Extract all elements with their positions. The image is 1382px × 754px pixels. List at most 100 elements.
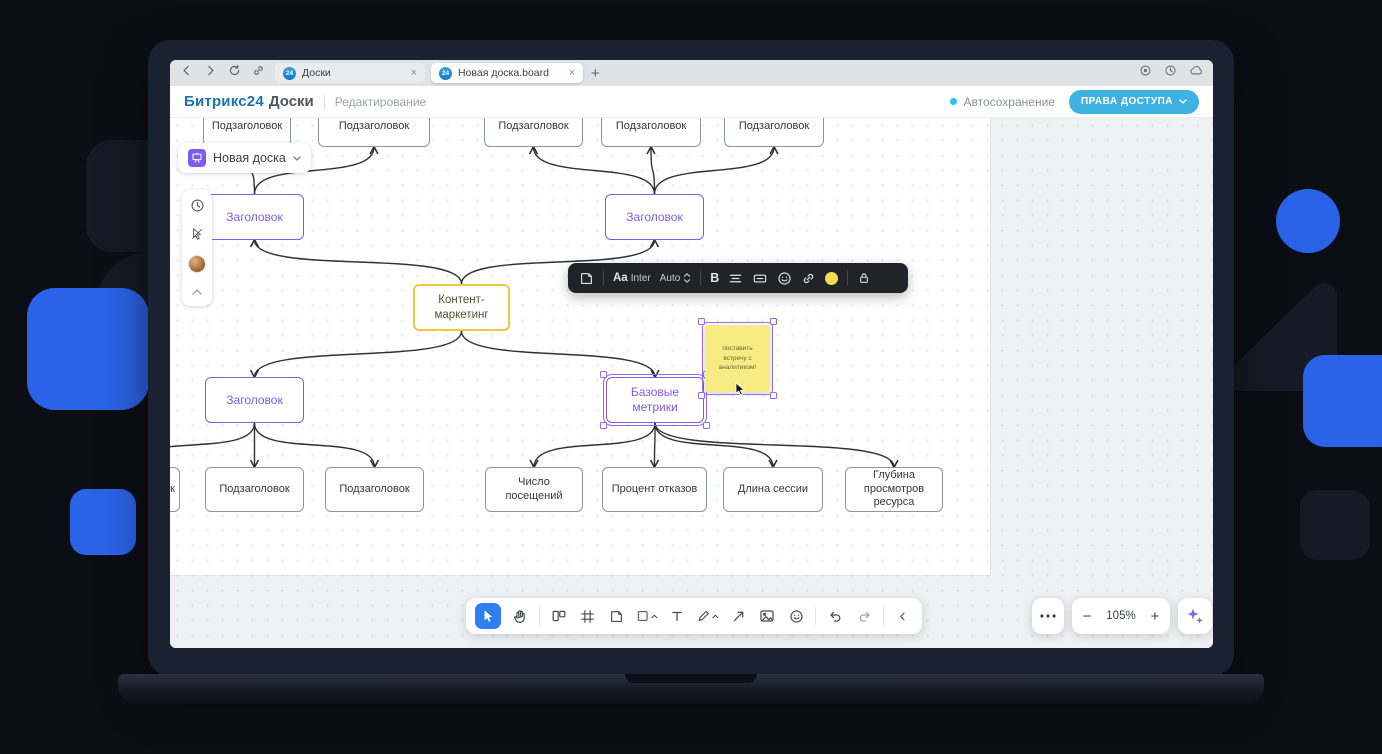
- mouse-cursor-icon: [733, 382, 747, 401]
- tool-redo-button[interactable]: [854, 603, 874, 629]
- selection-handle[interactable]: [600, 422, 607, 429]
- diagram-node-b5[interactable]: Длина сессии: [723, 467, 823, 512]
- toolbar-divider: [539, 607, 540, 625]
- laptop-screen: 24 Доски × 24 Новая доска.board × + Битр…: [170, 60, 1213, 648]
- autosave-status: Автосохранение: [950, 95, 1055, 109]
- tool-text-button[interactable]: [667, 603, 687, 629]
- tool-collapse-button[interactable]: [893, 603, 913, 629]
- diagram-node-b4[interactable]: Процент отказов: [602, 467, 707, 512]
- tab-close-icon[interactable]: ×: [568, 66, 575, 79]
- board-icon: [188, 149, 206, 167]
- tool-image-button[interactable]: [757, 603, 777, 629]
- node-label: Заголовок: [226, 209, 283, 224]
- diagram-node-hC[interactable]: Заголовок: [205, 377, 304, 423]
- toolbar-divider: [700, 271, 702, 285]
- node-label: Контент-маркетинг: [434, 294, 489, 321]
- tool-frame-button[interactable]: [578, 603, 598, 629]
- selection-handle[interactable]: [703, 422, 710, 429]
- mode-label: Редактирование: [334, 94, 427, 109]
- zoom-value: 105%: [1106, 610, 1136, 622]
- history-icon[interactable]: [190, 198, 205, 218]
- color-swatch-yellow[interactable]: [825, 271, 839, 285]
- diagram-node-cc[interactable]: Контент-маркетинг: [413, 284, 510, 331]
- bitrix24-favicon: 24: [283, 66, 296, 80]
- font-size-stepper[interactable]: Auto: [660, 272, 692, 284]
- tool-select-button[interactable]: [475, 603, 501, 629]
- diagram-node-b3[interactable]: Число посещений: [485, 467, 583, 512]
- diagram-node-t3[interactable]: Подзаголовок: [484, 118, 583, 147]
- lock-icon[interactable]: [857, 271, 871, 285]
- selection-handle[interactable]: [600, 371, 607, 378]
- selection-handle[interactable]: [770, 318, 777, 325]
- chevron-down-icon: [1179, 99, 1187, 104]
- align-icon[interactable]: [728, 271, 743, 286]
- board-name-label: Новая доска: [213, 151, 286, 165]
- diagram-node-b2[interactable]: Подзаголовок: [325, 467, 424, 512]
- tool-layout-button[interactable]: [549, 603, 569, 629]
- record-icon[interactable]: [1139, 64, 1152, 82]
- zoom-control: − 105% +: [1072, 598, 1170, 634]
- decor-dark-square-right: [1300, 490, 1370, 560]
- tool-hand-button[interactable]: [510, 603, 530, 629]
- tool-pen-button[interactable]: [696, 603, 719, 629]
- selection-handle[interactable]: [698, 318, 705, 325]
- browser-chrome: 24 Доски × 24 Новая доска.board × +: [170, 60, 1213, 86]
- stepper-icon: [684, 273, 691, 283]
- link-icon[interactable]: [801, 271, 816, 286]
- diagram-node-hB[interactable]: Заголовок: [605, 194, 704, 240]
- diagram-node-t4[interactable]: Подзаголовок: [601, 118, 701, 147]
- laptop-frame: 24 Доски × 24 Новая доска.board × + Битр…: [148, 40, 1234, 676]
- browser-back-icon[interactable]: [180, 64, 193, 82]
- diagram-node-bm[interactable]: Базовые метрики: [600, 371, 710, 429]
- text-box-icon[interactable]: [752, 271, 768, 286]
- browser-link-icon[interactable]: [252, 64, 265, 82]
- browser-reload-icon[interactable]: [228, 64, 241, 82]
- autosave-dot-icon: [950, 98, 958, 105]
- diagram-node-b0[interactable]: Подзаголовок: [170, 467, 180, 512]
- selection-handle[interactable]: [698, 392, 705, 399]
- ai-assistant-button[interactable]: [1178, 598, 1212, 634]
- product-name: Доски: [268, 93, 314, 110]
- zoom-out-button[interactable]: −: [1082, 607, 1092, 625]
- bold-button[interactable]: B: [710, 271, 720, 285]
- note-icon[interactable]: [579, 271, 594, 286]
- pointer-off-icon[interactable]: [190, 227, 204, 246]
- node-label: Подзаголовок: [615, 120, 687, 133]
- diagram-node-t5[interactable]: Подзаголовок: [724, 118, 824, 147]
- browser-tab-new-board[interactable]: 24 Новая доска.board ×: [431, 63, 583, 83]
- new-tab-button[interactable]: +: [591, 64, 600, 82]
- board-name-chip[interactable]: Новая доска: [178, 143, 311, 173]
- decor-dark-triangle-right: [1227, 283, 1337, 391]
- diagram-node-hA[interactable]: Заголовок: [205, 194, 304, 240]
- main-toolbar: [466, 598, 922, 634]
- diagram-node-b6[interactable]: Глубина просмотров ресурса: [845, 467, 943, 512]
- tool-arrow-button[interactable]: [728, 603, 748, 629]
- history-icon[interactable]: [1164, 64, 1177, 82]
- more-button[interactable]: [1032, 598, 1064, 634]
- cloud-icon[interactable]: [1189, 64, 1203, 82]
- diagram-node-t2[interactable]: Подзаголовок: [318, 118, 430, 147]
- zoom-in-button[interactable]: +: [1150, 607, 1160, 625]
- browser-forward-icon[interactable]: [204, 64, 217, 82]
- tool-shape-button[interactable]: [636, 603, 658, 629]
- user-avatar[interactable]: [188, 255, 206, 273]
- tab-close-icon[interactable]: ×: [410, 66, 417, 79]
- access-rights-button[interactable]: ПРАВА ДОСТУПА: [1068, 89, 1199, 114]
- decor-blue-square-right: [1303, 355, 1382, 447]
- node-label: поставить встречу с аналитиком!: [718, 344, 757, 372]
- tool-sticky-button[interactable]: [607, 603, 627, 629]
- chevron-up-icon[interactable]: [192, 282, 202, 300]
- emoji-icon[interactable]: [777, 271, 792, 286]
- diagram-node-b1[interactable]: Подзаголовок: [205, 467, 304, 512]
- decor-blue-square-left: [27, 288, 149, 410]
- node-label: Число посещений: [505, 475, 563, 502]
- tool-undo-button[interactable]: [825, 603, 845, 629]
- selection-handle[interactable]: [770, 392, 777, 399]
- node-label: Подзаголовок: [170, 482, 175, 495]
- chevron-down-icon[interactable]: [293, 155, 301, 161]
- browser-tab-boards[interactable]: 24 Доски ×: [275, 63, 425, 83]
- tool-emoji-button[interactable]: [786, 603, 806, 629]
